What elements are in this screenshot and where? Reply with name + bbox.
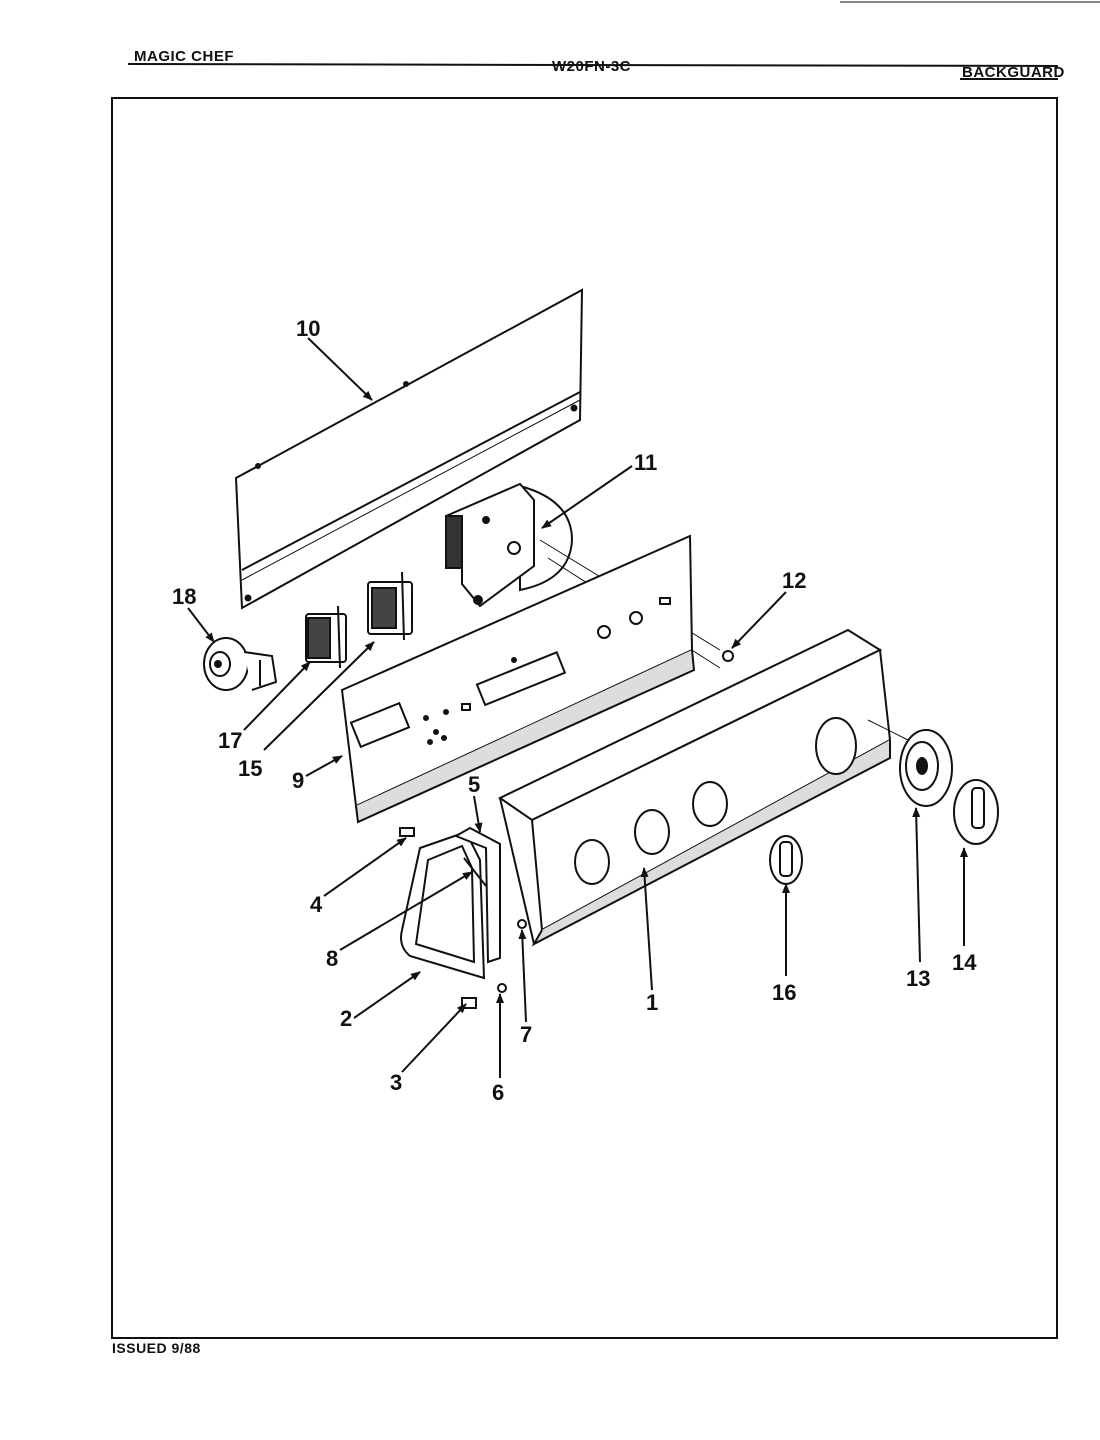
issue-date: ISSUED 9/88	[112, 1340, 201, 1356]
part-16-knob	[769, 835, 803, 885]
callout-18: 18	[172, 584, 196, 609]
section-title: BACKGUARD	[962, 64, 1065, 81]
callout-6: 6	[492, 1080, 504, 1105]
callout-5: 5	[468, 772, 480, 797]
part-11-timer	[445, 482, 721, 669]
part-1-backguard-console	[498, 628, 909, 947]
callout-14: 14	[952, 950, 977, 975]
callout-7: 7	[520, 1022, 532, 1047]
part-2-bezel	[400, 830, 487, 980]
diagram-frame	[111, 97, 1058, 1339]
callout-17: 17	[218, 728, 242, 753]
callout-9: 9	[292, 768, 304, 793]
callout-1: 1	[646, 990, 658, 1015]
part-14-knob	[953, 779, 999, 845]
leader-lines	[187, 337, 968, 1078]
callout-10: 10	[296, 316, 320, 341]
callout-11: 11	[634, 450, 657, 475]
part-13-dial	[899, 729, 953, 807]
brand-title: MAGIC CHEF	[134, 48, 234, 65]
part-18-motor	[203, 637, 278, 691]
callout-labels: 10 11 12 18 17 15 9 5 4 8 2 3 6 7 1 16 1…	[172, 316, 977, 1105]
callout-13: 13	[906, 966, 930, 991]
model-number: W20FN-3C	[552, 58, 632, 75]
part-17-switch	[305, 605, 347, 669]
callout-3: 3	[390, 1070, 402, 1095]
callout-16: 16	[772, 980, 796, 1005]
callout-4: 4	[310, 892, 323, 917]
small-hardware	[399, 827, 527, 1009]
part-15-switch	[367, 571, 413, 641]
callout-2: 2	[340, 1006, 352, 1031]
part-5-strip	[453, 826, 501, 964]
callout-15: 15	[238, 756, 262, 781]
header-rules	[127, 1, 1100, 80]
part-12-screw	[722, 650, 734, 662]
callout-12: 12	[782, 568, 806, 593]
part-9-control-panel	[340, 534, 696, 824]
part-10-top-panel	[234, 288, 584, 610]
callout-8: 8	[326, 946, 338, 971]
